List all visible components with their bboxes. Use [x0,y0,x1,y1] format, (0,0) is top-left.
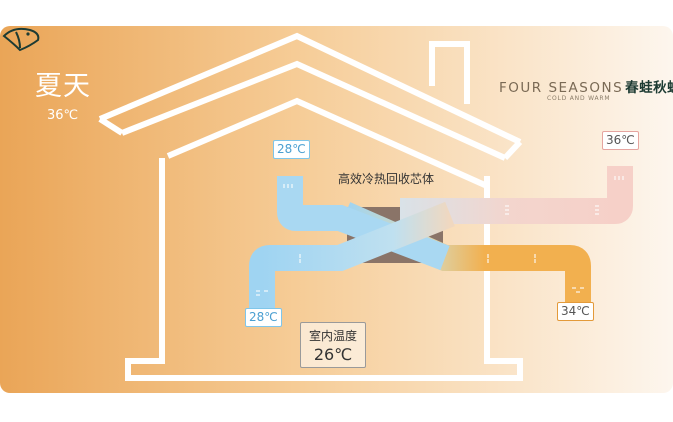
temp-tag-fresh-in: 28℃ [273,140,310,159]
brand-name-en: FOUR SEASONS [499,80,624,96]
core-label: 高效冷热回收芯体 [338,172,435,186]
temp-tag-exhaust: 34℃ [557,302,594,321]
exhaust-duct [339,202,591,308]
frog-logo-icon [2,27,40,52]
indoor-temp-value: 26℃ [313,345,353,364]
temp-tag-supply: 28℃ [245,308,282,327]
indoor-temp-box: 室内温度 26℃ [300,322,366,368]
house-diagram [0,26,673,393]
indoor-temp-label: 室内温度 [308,329,357,343]
brand-tagline: COLD AND WARM [547,95,611,102]
outdoor-intake-duct [400,166,633,224]
fresh-intake-duct [277,176,450,271]
brand-name-cn: 春蛙秋蝉 [625,80,673,96]
outdoor-temp: 36℃ [47,108,79,123]
season-title: 夏天 [35,71,91,102]
duct-markers [256,176,624,296]
brand-name: FOUR SEASONS春蛙秋蝉 [499,76,673,96]
house-outline [98,32,523,381]
temp-tag-outdoor-in: 36℃ [602,131,639,150]
diagram-canvas [0,26,673,393]
supply-duct [249,201,455,310]
